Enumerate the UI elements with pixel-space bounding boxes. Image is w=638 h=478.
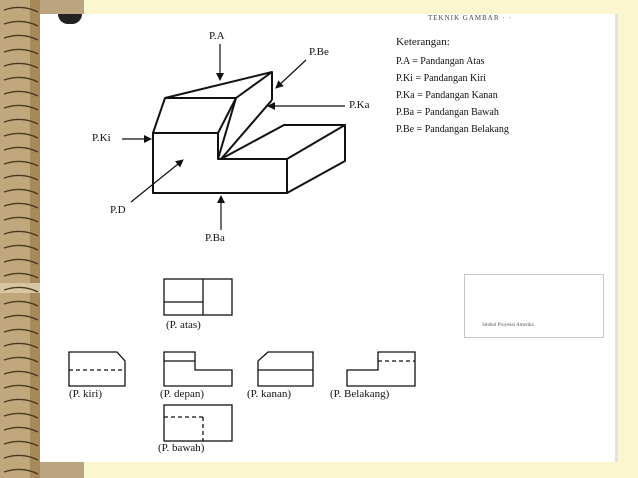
isometric-object: [152, 71, 346, 194]
binder-ring: [3, 412, 39, 419]
binder-ring: [3, 160, 39, 167]
legend: Keterangan: P.A = Pandangan Atas P.Ki = …: [396, 36, 509, 141]
caption-kiri: (P. kiri): [69, 388, 102, 400]
header-text: TEKNIK GAMBAR · ·: [428, 14, 512, 22]
legend-item: P.Ki = Pandangan Kiri: [396, 73, 487, 84]
binder-ring: [3, 384, 39, 391]
binder-ring: [3, 132, 39, 139]
binder-ring: [3, 426, 39, 433]
arrow-pbe: [275, 59, 307, 89]
binder-ring: [3, 230, 39, 237]
binder-ring: [3, 216, 39, 223]
label-pki: P.Ki: [92, 132, 111, 144]
view-top: [163, 278, 233, 316]
slide-sheet: [40, 14, 618, 462]
label-pka: P.Ka: [349, 99, 370, 111]
binder-ring: [3, 300, 39, 307]
view-back: [346, 351, 416, 387]
caption-belakang: (P. Belakang): [330, 388, 390, 400]
binder-ring: [3, 328, 39, 335]
label-pa: P.A: [209, 30, 225, 42]
legend-item: P.Be = Pandangan Belakang: [396, 124, 509, 135]
caption-atas: (P. atas): [166, 319, 201, 331]
label-pd: P.D: [110, 204, 126, 216]
frame-bottom: [40, 462, 84, 478]
binder-ring: [3, 272, 39, 279]
caption-bawah: (P. bawah): [158, 442, 205, 454]
binder-ring: [3, 356, 39, 363]
sheet-corner-mark: [58, 14, 82, 24]
arrow-pd: [130, 159, 184, 203]
frame-top: [40, 0, 84, 14]
binder-ring: [3, 286, 39, 293]
projection-symbol-box: [464, 274, 604, 338]
view-right: [257, 351, 314, 387]
binder-ring: [3, 90, 39, 97]
label-pbe: P.Be: [309, 46, 329, 58]
legend-item: P.A = Pandangan Atas: [396, 56, 485, 67]
binder-ring: [3, 6, 39, 13]
binder-ring: [3, 342, 39, 349]
view-bottom: [163, 404, 233, 442]
binder-ring: [3, 76, 39, 83]
binder-ring: [3, 48, 39, 55]
binder-ring: [3, 398, 39, 405]
binder-ring: [3, 146, 39, 153]
binder-ring: [3, 468, 39, 475]
binder-ring: [3, 104, 39, 111]
label-pba: P.Ba: [205, 232, 225, 244]
legend-title: Keterangan:: [396, 36, 450, 48]
view-front: [163, 351, 233, 387]
caption-kanan: (P. kanan): [247, 388, 291, 400]
binder-ring: [3, 440, 39, 447]
binder-ring: [3, 258, 39, 265]
binder-ring: [3, 202, 39, 209]
binder-rings-svg: [3, 6, 39, 475]
binder-ring: [3, 62, 39, 69]
binder-ring: [3, 34, 39, 41]
projection-caption: Simbol Proyeksi Amerika: [482, 323, 534, 328]
binder-ring: [3, 174, 39, 181]
legend-item: P.Ka = Pandangan Kanan: [396, 90, 498, 101]
binder-ring: [3, 20, 39, 27]
binder-ring: [3, 454, 39, 461]
binder-ring: [3, 188, 39, 195]
caption-depan: (P. depan): [160, 388, 204, 400]
binder-stripe: [30, 0, 40, 478]
view-left: [68, 351, 126, 387]
binder-ring: [3, 314, 39, 321]
legend-item: P.Ba = Pandangan Bawah: [396, 107, 499, 118]
binder-ring: [3, 118, 39, 125]
binder-ring: [3, 370, 39, 377]
binder-ring: [3, 244, 39, 251]
